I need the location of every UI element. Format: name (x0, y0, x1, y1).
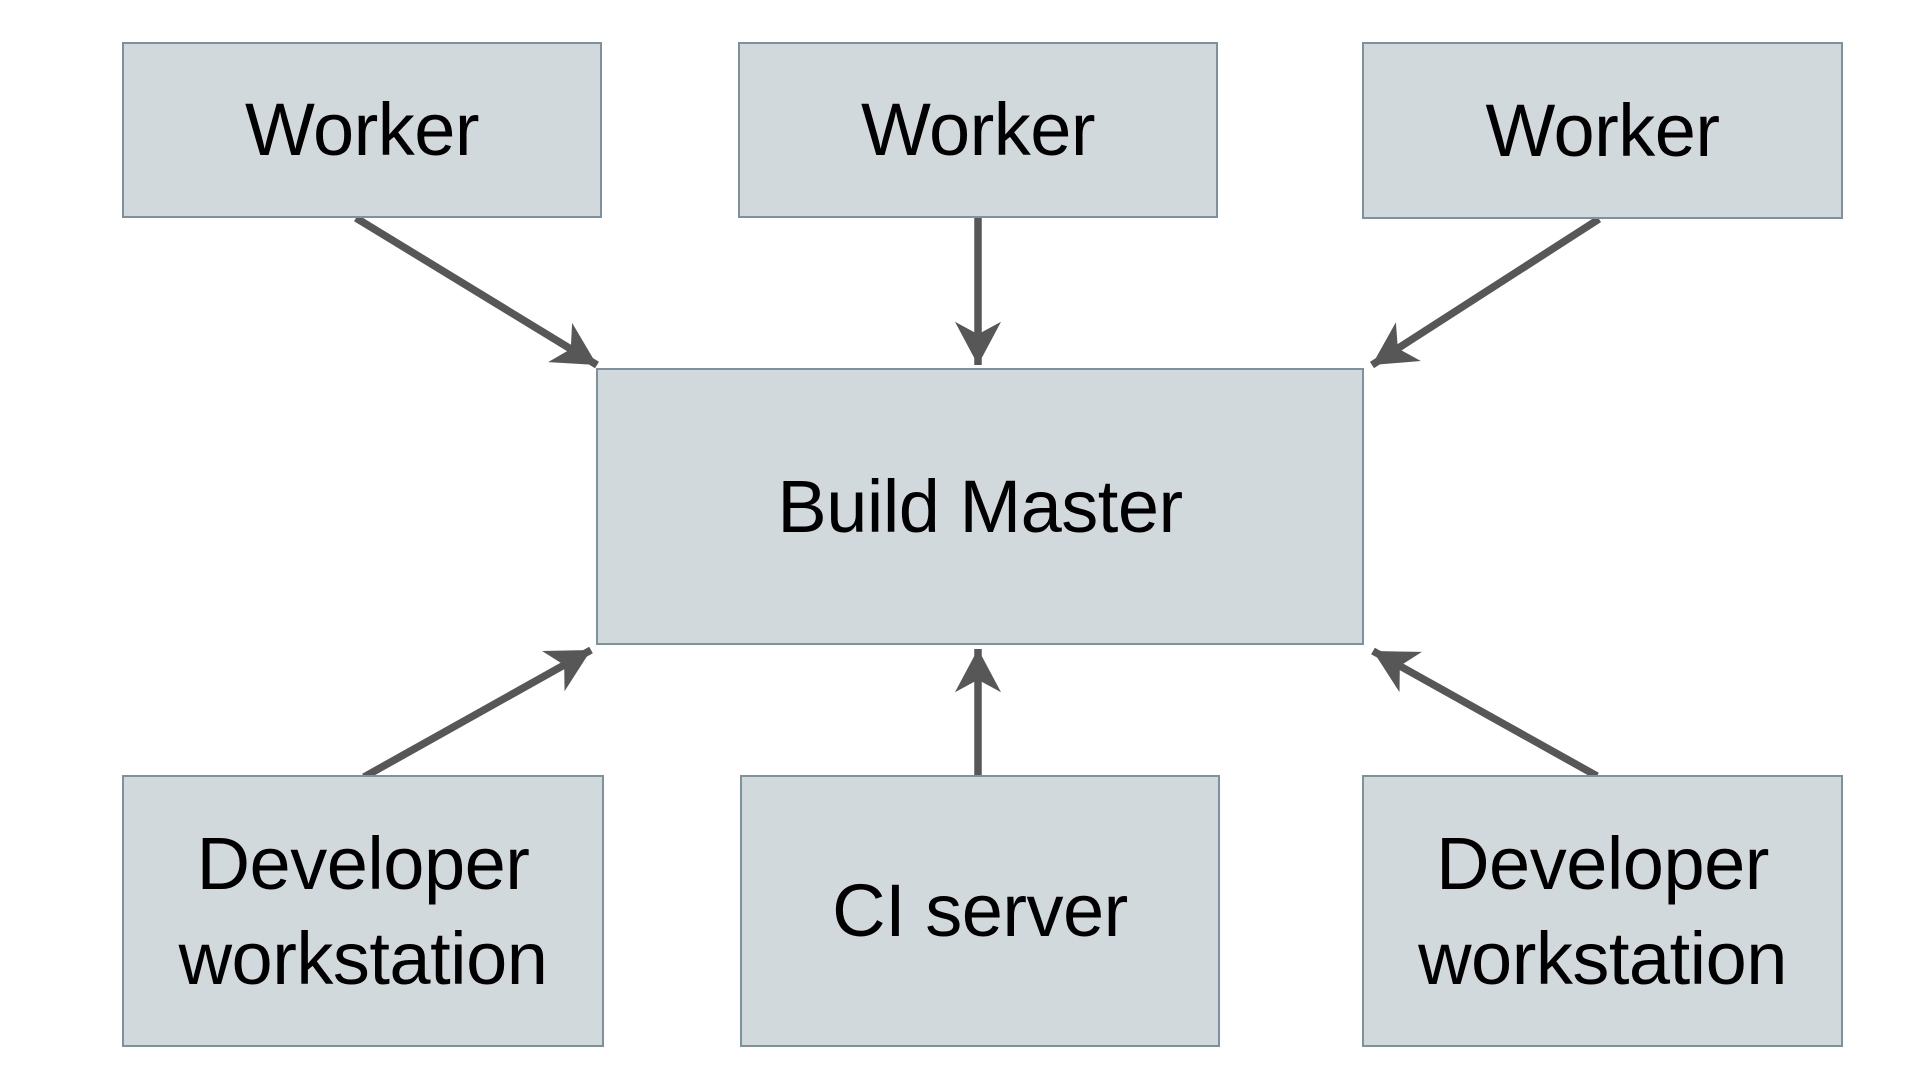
node-developer-workstation-right: Developer workstation (1362, 775, 1843, 1047)
node-ci-server-label: CI server (832, 869, 1128, 953)
node-developer-workstation-left: Developer workstation (122, 775, 604, 1047)
arrow-worker-1-to-build-master (354, 214, 599, 369)
arrow-developer-workstation-right-to-build-master (1371, 647, 1599, 780)
arrow-worker-3-to-build-master (1369, 215, 1602, 369)
node-developer-workstation-right-label: Developer workstation (1418, 821, 1787, 1000)
node-developer-workstation-left-label: Developer workstation (178, 821, 548, 1000)
node-worker-1: Worker (122, 42, 602, 218)
node-worker-2-label: Worker (860, 88, 1096, 172)
node-build-master-label: Build Master (777, 464, 1183, 548)
node-worker-2: Worker (738, 42, 1218, 218)
node-worker-3: Worker (1362, 42, 1843, 219)
node-ci-server: CI server (740, 775, 1220, 1047)
arrow-developer-workstation-left-to-build-master (362, 646, 593, 781)
node-worker-3-label: Worker (1485, 88, 1720, 172)
node-build-master: Build Master (596, 368, 1364, 645)
node-worker-1-label: Worker (244, 88, 480, 172)
